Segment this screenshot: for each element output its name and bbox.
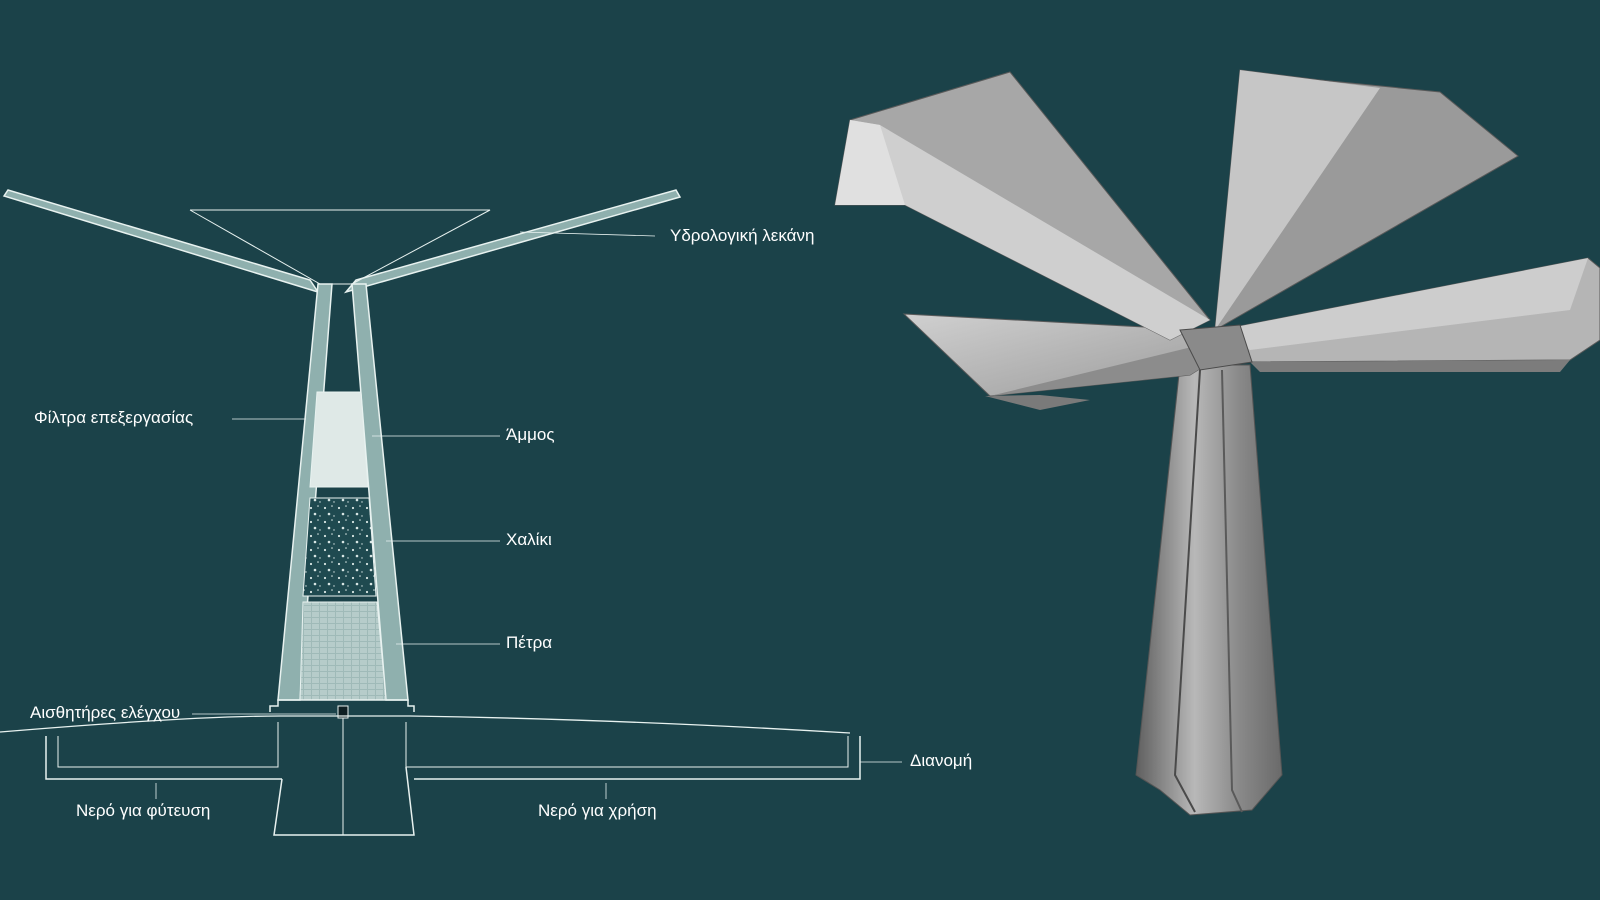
- tank-left-inner: [57, 722, 279, 768]
- label-water-for-planting: Νερό για φύτευση: [76, 801, 211, 820]
- column-base: [269, 699, 415, 712]
- gravel-layer: [302, 497, 377, 597]
- model-trunk-fin-2: [1221, 369, 1243, 813]
- roof-arm-left: [2, 189, 320, 294]
- model-petal-upper-right-face: [1215, 70, 1380, 330]
- model-hub: [1179, 324, 1253, 371]
- label-stone: Πέτρα: [506, 633, 553, 652]
- leader-basin: [519, 231, 656, 237]
- tank-right: [414, 736, 861, 780]
- tank-right-inner: [405, 722, 849, 768]
- model-petal-upper-left-face: [850, 120, 1210, 340]
- label-gravel: Χαλίκι: [506, 530, 552, 549]
- ground-line: [0, 715, 851, 734]
- label-treatment-filters: Φίλτρα επεξεργασίας: [34, 408, 194, 427]
- label-hydrological-basin: Υδρολογική λεκάνη: [670, 226, 815, 245]
- model-trunk-fin-1: [1173, 369, 1201, 813]
- model-petal-right-face: [1220, 258, 1588, 350]
- label-water-for-use: Νερό για χρήση: [538, 801, 657, 820]
- model-petal-upper-left-edge: [835, 120, 905, 205]
- model-petal-right-underside: [1250, 360, 1570, 372]
- model-petal-left-fold: [990, 345, 1230, 396]
- label-sand: Άμμος: [506, 425, 555, 444]
- label-distribution: Διανομή: [910, 751, 973, 770]
- foundation: [273, 766, 415, 836]
- sand-layer: [309, 391, 369, 488]
- label-control-sensors: Αισθητήρες ελέγχου: [30, 703, 181, 722]
- model-petal-lower-left-base: [985, 395, 1090, 410]
- model-trunk: [1135, 364, 1283, 816]
- tank-left: [45, 736, 282, 780]
